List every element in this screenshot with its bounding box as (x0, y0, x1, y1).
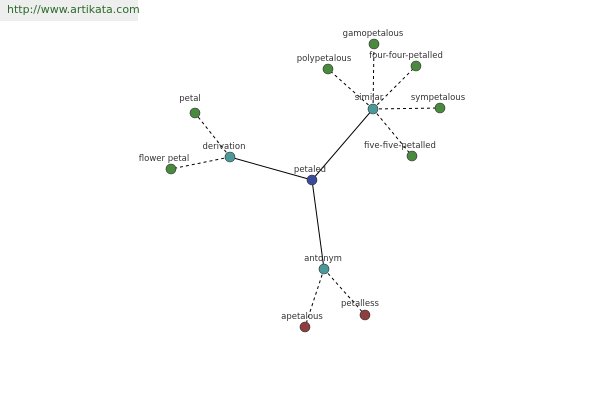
node-dot-gamopetalous[interactable] (368, 38, 380, 50)
node-five-five-petalled[interactable]: five-five-petalled (364, 141, 436, 162)
node-label-apetalous[interactable]: apetalous (281, 312, 323, 322)
edge-derivation-flower-petal (170, 156, 231, 170)
node-dot-apetalous[interactable] (299, 321, 311, 333)
node-label-five-five-petalled[interactable]: five-five-petalled (364, 141, 436, 151)
node-similar[interactable]: similar (355, 93, 384, 115)
edge-similar-gamopetalous (372, 43, 375, 110)
node-dot-polypetalous[interactable] (322, 63, 334, 75)
node-gamopetalous[interactable]: gamopetalous (343, 29, 404, 50)
node-dot-similar[interactable] (367, 103, 379, 115)
site-url-link[interactable]: http://www.artikata.com (7, 3, 140, 16)
node-dot-derivation[interactable] (224, 151, 236, 163)
node-dot-sympetalous[interactable] (434, 102, 446, 114)
node-antonym[interactable]: antonym (304, 254, 342, 275)
node-dot-petal[interactable] (189, 107, 201, 119)
node-petalless[interactable]: petalless (341, 299, 380, 321)
edge-similar-four-four-petalled (372, 65, 417, 110)
node-dot-petalless[interactable] (359, 309, 371, 321)
edge-petaled-derivation (229, 156, 313, 181)
url-banner: http://www.artikata.com (0, 0, 140, 21)
node-label-gamopetalous[interactable]: gamopetalous (343, 29, 404, 39)
node-dot-antonym[interactable] (318, 263, 330, 275)
node-label-petaled[interactable]: petaled (294, 165, 326, 175)
node-label-similar[interactable]: similar (355, 93, 384, 103)
node-dot-petaled[interactable] (306, 174, 318, 186)
edge-antonym-petalless (323, 268, 366, 316)
edge-similar-five-five-petalled (372, 108, 413, 157)
node-label-petalless[interactable]: petalless (341, 299, 380, 309)
nodes-layer: petaled similar derivation antonym gamopetal… (139, 29, 466, 333)
edge-antonym-apetalous (304, 268, 325, 328)
node-flower-petal[interactable]: flower petal (139, 154, 189, 175)
node-four-four-petalled[interactable]: four-four-petalled (369, 51, 443, 72)
edges-layer (170, 43, 441, 328)
node-petal[interactable]: petal (179, 94, 201, 119)
node-dot-flower-petal[interactable] (165, 163, 177, 175)
node-dot-five-five-petalled[interactable] (406, 150, 418, 162)
node-label-derivation[interactable]: derivation (202, 142, 245, 152)
edge-petaled-similar (311, 108, 374, 181)
node-label-antonym[interactable]: antonym (304, 254, 342, 264)
node-petaled[interactable]: petaled (294, 165, 326, 186)
node-polypetalous[interactable]: polypetalous (297, 54, 352, 75)
node-dot-four-four-petalled[interactable] (410, 60, 422, 72)
edge-similar-sympetalous (372, 107, 441, 110)
node-label-petal[interactable]: petal (179, 94, 201, 104)
node-label-four-four-petalled[interactable]: four-four-petalled (369, 51, 443, 61)
edge-similar-polypetalous (327, 68, 374, 110)
node-label-sympetalous[interactable]: sympetalous (411, 93, 466, 103)
node-sympetalous[interactable]: sympetalous (411, 93, 466, 114)
edge-petaled-antonym (311, 179, 325, 270)
node-label-polypetalous[interactable]: polypetalous (297, 54, 352, 64)
node-derivation[interactable]: derivation (202, 142, 246, 163)
node-label-flower-petal[interactable]: flower petal (139, 154, 189, 164)
node-apetalous[interactable]: apetalous (281, 312, 323, 333)
